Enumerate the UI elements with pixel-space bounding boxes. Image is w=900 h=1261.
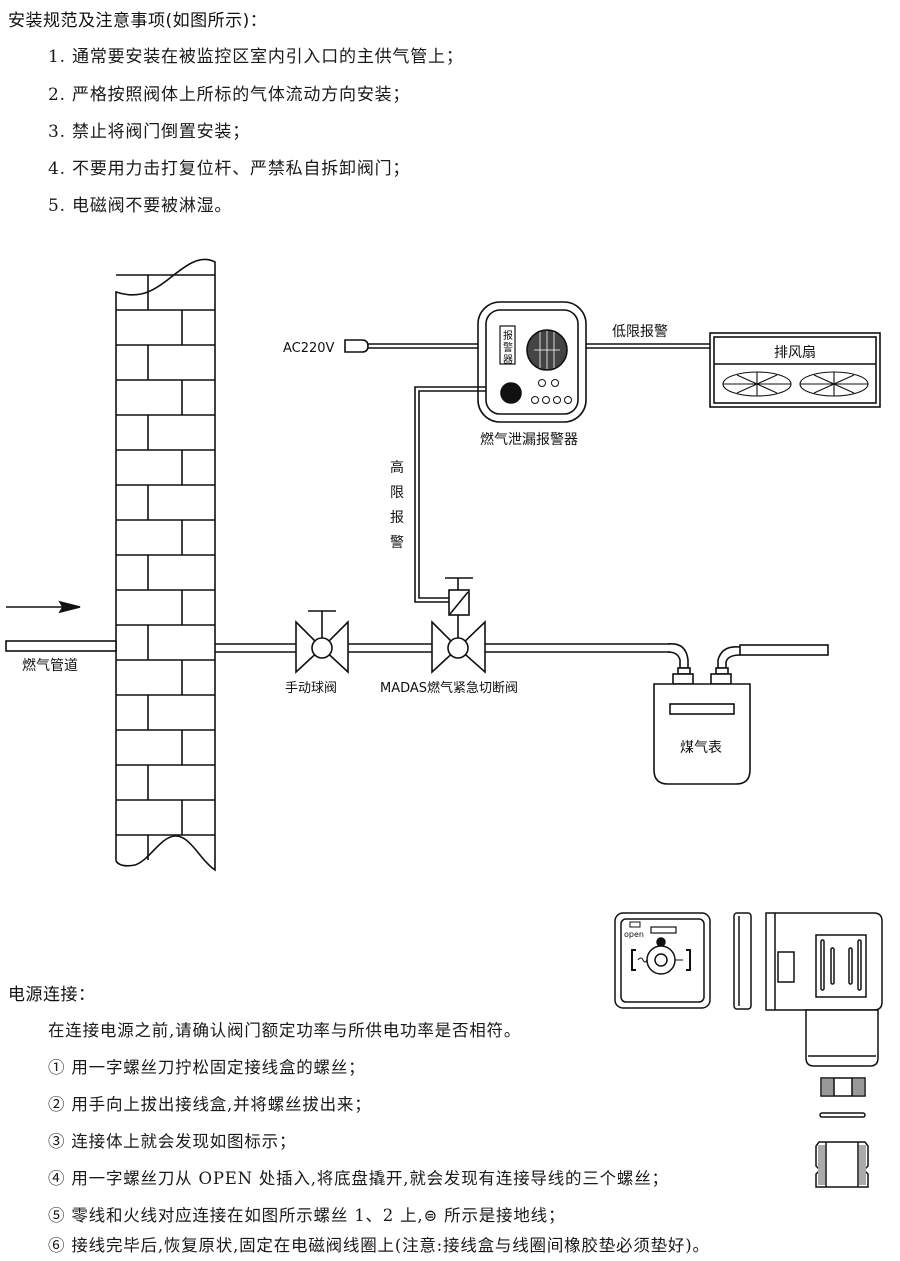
- high-alarm-wire: [414, 386, 486, 603]
- connector-gasket-side: [733, 912, 752, 1010]
- low-alarm-label: 低限报警: [612, 324, 668, 340]
- connector-nut: [820, 1077, 866, 1097]
- detector-panel-char-3: 器: [503, 354, 513, 366]
- detector-label: 燃气泄漏报警器: [480, 431, 578, 448]
- power-step-4: ④ 用一字螺丝刀从 OPEN 处插入,将底盘撬开,就会发现有连接导线的三个螺丝；: [48, 1169, 669, 1188]
- power-step-3: ③ 连接体上就会发现如图标示；: [48, 1132, 297, 1151]
- connector-box-figure: open: [614, 912, 883, 1188]
- manual-valve-label: 手动球阀: [285, 681, 337, 696]
- power-label: AC220V: [283, 341, 335, 356]
- high-alarm-char-1: 高: [390, 459, 404, 476]
- power-intro: 在连接电源之前,请确认阀门额定功率与所供电功率是否相符。: [48, 1021, 522, 1040]
- connector-side-body: [765, 912, 883, 1067]
- open-label: open: [624, 930, 644, 939]
- pipe-label: 燃气管道: [22, 657, 78, 674]
- exhaust-fan: [709, 332, 881, 408]
- install-heading: 安装规范及注意事项(如图所示)：: [8, 11, 268, 31]
- meter-label: 煤气表: [680, 740, 722, 756]
- install-item-2: 2. 严格按照阀体上所标的气体流动方向安装；: [48, 85, 411, 105]
- high-alarm-char-2: 限: [390, 485, 404, 501]
- connector-sleeve: [815, 1141, 869, 1188]
- fan-blade-icon: [722, 371, 792, 397]
- shutoff-valve-label: MADAS燃气紧急切断阀: [380, 680, 518, 696]
- fan-blade-icon: [799, 371, 869, 397]
- flow-arrow-icon: [6, 600, 81, 614]
- emergency-shutoff-valve: [431, 577, 486, 674]
- manual-ball-valve: [295, 610, 349, 674]
- connector-washer: [819, 1112, 866, 1118]
- high-alarm-char-4: 警: [390, 535, 404, 551]
- detector-panel-char-1: 报: [503, 329, 513, 342]
- brick-wall: [115, 258, 216, 872]
- gas-meter: [653, 643, 829, 785]
- alarm-button-icon: [500, 382, 522, 404]
- power-step-6: ⑥ 接线完毕后,恢复原状,固定在电磁阀线圈上(注意:接线盒与线圈间橡胶垫必须垫好…: [48, 1236, 710, 1255]
- power-step-2: ② 用手向上拔出接线盒,并将螺丝拔出来；: [48, 1095, 372, 1114]
- detector-panel-char-2: 警: [503, 341, 513, 354]
- power-heading: 电源连接：: [8, 985, 96, 1005]
- power-step-1: ① 用一字螺丝刀拧松固定接线盒的螺丝；: [48, 1058, 366, 1077]
- gas-pipe-inlet: [5, 640, 117, 652]
- fan-label: 排风扇: [774, 345, 816, 361]
- gas-leak-detector: [477, 301, 587, 423]
- install-item-5: 5. 电磁阀不要被淋湿。: [48, 196, 233, 216]
- power-step-5: ⑤ 零线和火线对应连接在如图所示螺丝 1、2 上,⊜ 所示是接地线；: [48, 1206, 566, 1225]
- installation-diagram: 燃气管道 手动球阀 MADAS燃气紧急切断阀 煤: [5, 258, 881, 872]
- install-item-3: 3. 禁止将阀门倒置安装；: [48, 122, 251, 142]
- install-item-1: 1. 通常要安装在被监控区室内引入口的主供气管上；: [48, 47, 464, 67]
- install-item-4: 4. 不要用力击打复位杆、严禁私自拆卸阀门；: [48, 159, 411, 179]
- power-plug-icon: [344, 339, 478, 353]
- high-alarm-char-3: 报: [390, 510, 404, 526]
- ground-symbol-icon: [656, 937, 666, 947]
- connector-front-face: [614, 912, 711, 1009]
